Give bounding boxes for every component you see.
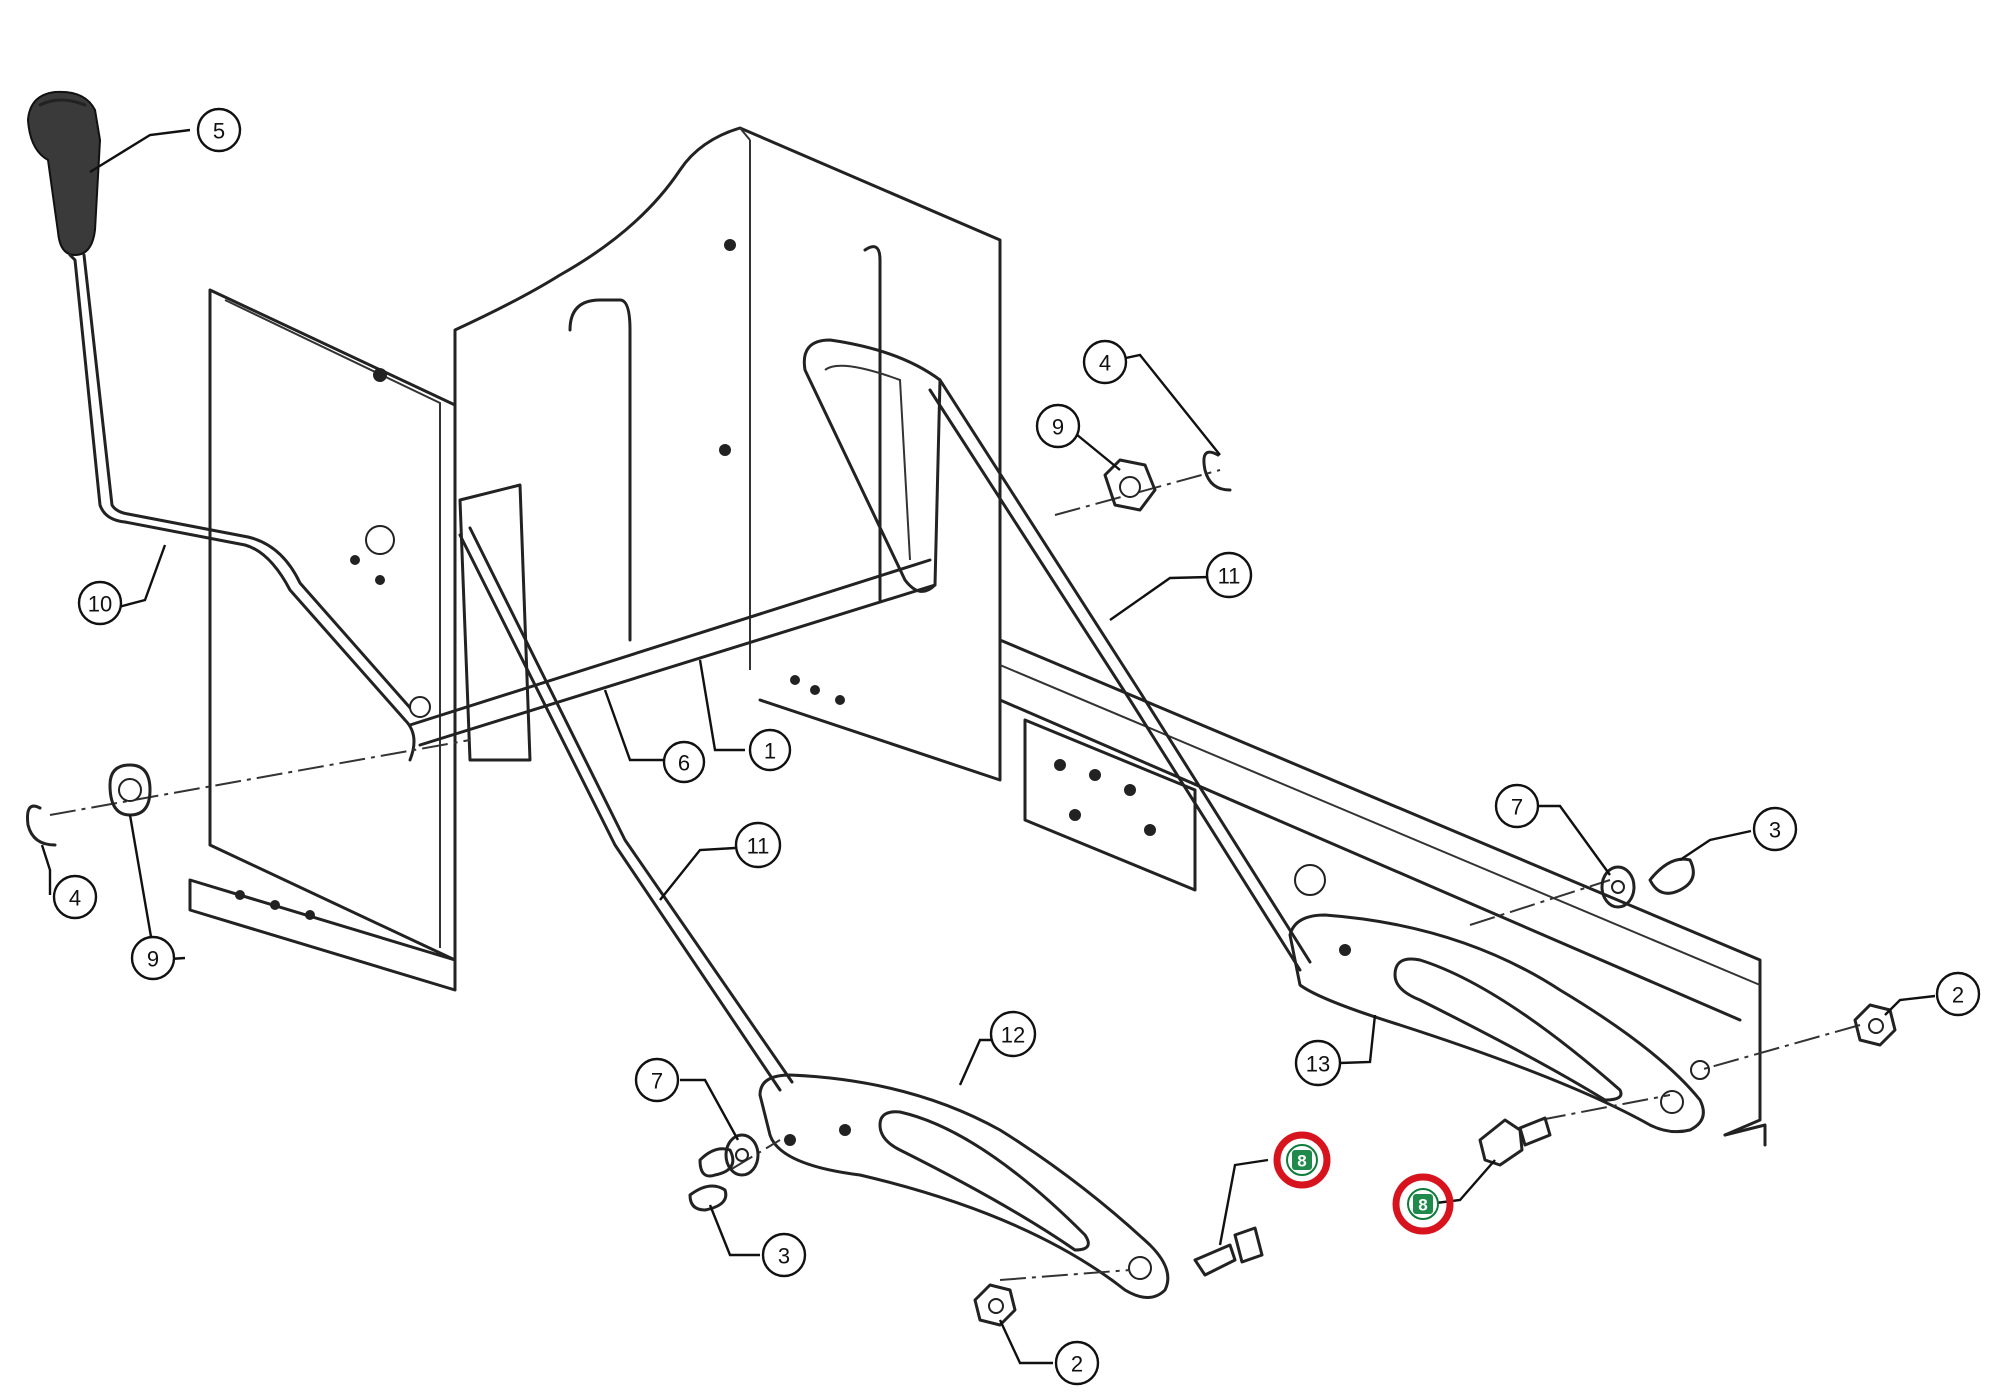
callout-13: 13	[1294, 1039, 1342, 1087]
svg-text:8: 8	[1418, 1196, 1427, 1215]
svg-text:12: 12	[1001, 1023, 1025, 1048]
svg-text:11: 11	[1218, 564, 1241, 589]
lift-arm-13	[1288, 913, 1705, 1134]
callout-11-left: 11	[734, 821, 782, 869]
svg-text:2: 2	[1071, 1352, 1083, 1377]
lift-rods	[458, 338, 1312, 1092]
svg-text:10: 10	[88, 592, 112, 617]
callout-5: 5	[196, 107, 242, 153]
callout-4-top: 4	[1082, 339, 1128, 385]
callout-4-left: 4	[52, 874, 98, 920]
assembly-centerlines	[49, 469, 1861, 1281]
svg-text:1: 1	[764, 739, 776, 764]
svg-text:9: 9	[1052, 415, 1064, 440]
hardware-parts	[26, 450, 1897, 1327]
callout-9-left: 9	[130, 935, 176, 981]
svg-text:13: 13	[1306, 1052, 1330, 1077]
callout-1: 1	[748, 728, 792, 772]
svg-text:7: 7	[1511, 795, 1523, 820]
svg-text:6: 6	[678, 751, 690, 776]
svg-text:3: 3	[1769, 818, 1781, 843]
svg-text:9: 9	[147, 947, 159, 972]
callout-2-bottom: 2	[1054, 1340, 1100, 1386]
callout-8-highlighted-right: 8	[1392, 1173, 1454, 1235]
svg-text:2: 2	[1952, 983, 1964, 1008]
callout-2-right: 2	[1935, 971, 1981, 1017]
callout-7-right: 7	[1494, 783, 1540, 829]
svg-text:4: 4	[69, 886, 81, 911]
leader-lines	[40, 128, 1936, 1365]
callout-11-right: 11	[1205, 551, 1253, 599]
callout-12: 12	[989, 1010, 1037, 1058]
svg-text:5: 5	[213, 119, 225, 144]
svg-text:7: 7	[651, 1069, 663, 1094]
callout-10: 10	[77, 580, 123, 626]
lift-arm-12	[758, 1073, 1170, 1299]
mounting-bracket-assembly	[188, 126, 1767, 1147]
callout-6: 6	[662, 740, 706, 784]
svg-text:8: 8	[1297, 1152, 1306, 1171]
callout-9-top: 9	[1035, 403, 1081, 449]
callout-8-highlighted-left: 8	[1273, 1131, 1331, 1189]
svg-text:11: 11	[747, 834, 770, 859]
svg-text:4: 4	[1099, 351, 1111, 376]
lever-handle-assembly	[26, 90, 937, 762]
svg-text:3: 3	[778, 1244, 790, 1269]
callout-3-bottom: 3	[761, 1232, 807, 1278]
callout-3-right: 3	[1752, 806, 1798, 852]
callout-7-left: 7	[634, 1057, 680, 1103]
